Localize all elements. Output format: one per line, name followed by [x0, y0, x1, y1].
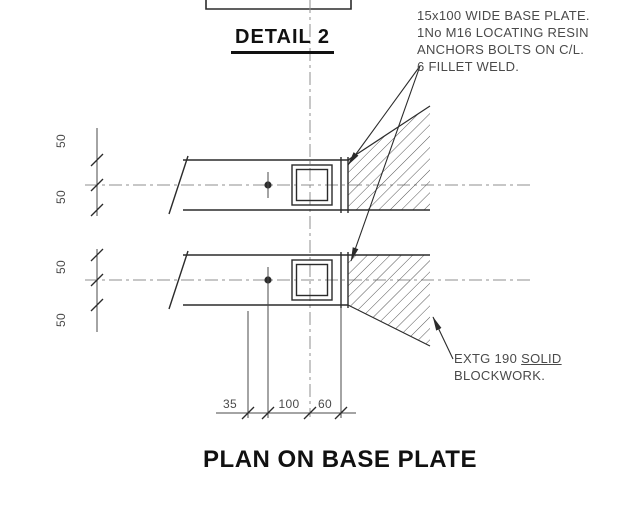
- lower-wall-hatch: [348, 255, 430, 346]
- dim-label-50-bottom-lower: 50: [54, 313, 68, 327]
- blockwork-note-prefix: EXTG 190: [454, 351, 518, 366]
- lower-wall-break-line: [347, 304, 431, 347]
- bottom-dimension-lines: [216, 290, 356, 418]
- shs-post-sections: [291, 164, 333, 301]
- dim-tick: [90, 273, 104, 287]
- dim-tick: [90, 203, 104, 217]
- main-title: PLAN ON BASE PLATE: [203, 446, 477, 473]
- dim-label-60: 60: [318, 397, 332, 411]
- base-plate-annotation: 15x100 WIDE BASE PLATE. 1No M16 LOCATING…: [417, 7, 590, 75]
- beam-outlines: [168, 155, 430, 310]
- leader-lines: [347, 65, 454, 360]
- annotation-line: ANCHORS BOLTS ON C/L.: [417, 42, 585, 57]
- dim-label-100: 100: [278, 397, 300, 411]
- upper-beam-break-symbol: [168, 155, 189, 215]
- dim-tick: [334, 406, 348, 420]
- bottom-dimension-ticks: [241, 406, 348, 420]
- upper-shs-inner: [295, 168, 329, 202]
- upper-shs-outer: [291, 164, 333, 206]
- dim-label-50-top-upper: 50: [54, 134, 68, 148]
- dim-tick: [90, 298, 104, 312]
- dim-tick: [90, 178, 104, 192]
- centerlines: [85, 0, 533, 417]
- blockwork-note-underlined: SOLID: [521, 351, 562, 366]
- annotation-line: 1No M16 LOCATING RESIN: [417, 25, 589, 40]
- lower-shs-outer: [291, 259, 333, 301]
- blockwork-leader: [432, 316, 454, 360]
- dim-tick: [90, 248, 104, 262]
- dim-label-50-bottom-upper: 50: [54, 190, 68, 204]
- upper-wall-hatch: [348, 106, 430, 210]
- lower-shs-inner: [295, 263, 329, 297]
- left-dimension-ticks: [90, 153, 104, 312]
- blockwork-note-line2: BLOCKWORK.: [454, 368, 546, 383]
- lower-beam-break-symbol: [168, 250, 189, 310]
- detail-title: DETAIL 2: [231, 26, 335, 54]
- base-plate-edges: [340, 157, 349, 308]
- upper-wall-break-line: [347, 105, 431, 161]
- top-detail-box: [205, 0, 352, 10]
- dim-tick: [261, 406, 275, 420]
- annotation-line: 15x100 WIDE BASE PLATE.: [417, 8, 590, 23]
- blockwork-hatching: [347, 105, 431, 347]
- dim-tick: [90, 153, 104, 167]
- anchor-bolts: [264, 172, 272, 293]
- dim-label-35: 35: [223, 397, 237, 411]
- annotation-line: 6 FILLET WELD.: [417, 59, 520, 74]
- dim-tick: [303, 406, 317, 420]
- weld-leader-lower: [350, 65, 421, 262]
- dim-label-50-top-lower: 50: [54, 260, 68, 274]
- weld-leader-upper: [347, 65, 421, 166]
- dim-tick: [241, 406, 255, 420]
